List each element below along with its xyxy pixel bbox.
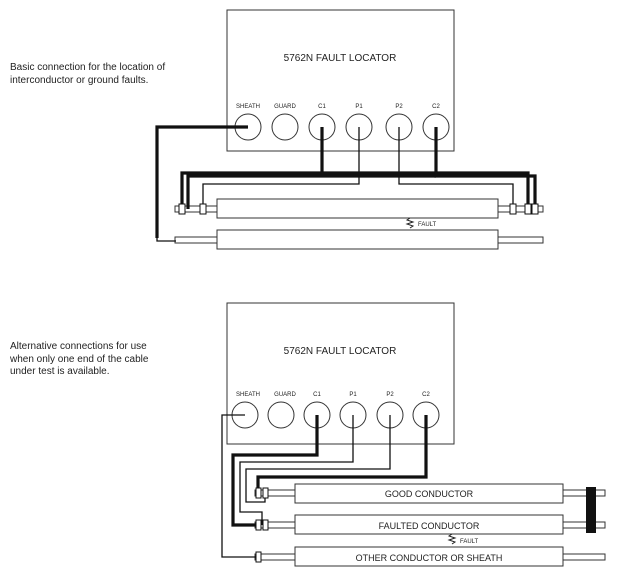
cable-bottom-1 bbox=[174, 229, 544, 250]
caption-1-line-2: interconductor or ground faults. bbox=[10, 74, 149, 86]
caption-1-line-1: Basic connection for the location of bbox=[10, 62, 166, 73]
terminal-label-p1: P1 bbox=[355, 104, 363, 110]
wire-c1-1 bbox=[180, 127, 324, 209]
caption-2-line-1: Alternative connections for use bbox=[10, 341, 147, 352]
caption-2: Alternative connections for use when onl… bbox=[10, 341, 148, 379]
cable-top-1 bbox=[174, 198, 544, 219]
conductor-label-faulted: FAULTED CONDUCTOR bbox=[379, 521, 480, 531]
fault-symbol-2 bbox=[447, 533, 457, 545]
terminal-label-p2-2: P2 bbox=[386, 392, 394, 398]
shorting-strap bbox=[586, 487, 596, 533]
terminal-label-guard-2: GUARD bbox=[274, 392, 296, 398]
terminal-label-c2-2: C2 bbox=[422, 392, 430, 398]
terminal-label-sheath-2: SHEATH bbox=[236, 392, 260, 398]
wire-sheath-1b bbox=[156, 238, 176, 242]
wire-c2-left bbox=[186, 174, 436, 209]
wires-2 bbox=[221, 414, 428, 558]
conductor-label-other: OTHER CONDUCTOR OR SHEATH bbox=[356, 553, 503, 563]
terminal-label-p2: P2 bbox=[395, 104, 403, 110]
terminal-label-c1: C1 bbox=[318, 104, 326, 110]
cable-good-conductor: GOOD CONDUCTOR bbox=[254, 483, 606, 504]
fault-label-2: FAULT bbox=[460, 539, 479, 545]
device-title-1: 5762N FAULT LOCATOR bbox=[284, 53, 397, 64]
wires-1 bbox=[155, 125, 537, 242]
fault-symbol-1 bbox=[405, 217, 415, 229]
diagram-2: 5762N FAULT LOCATOR SHEATH GUARD C1 P1 P… bbox=[221, 302, 606, 567]
fault-locator-box-1 bbox=[226, 9, 455, 152]
terminal-label-sheath: SHEATH bbox=[236, 104, 260, 110]
caption-1: Basic connection for the location of int… bbox=[10, 62, 165, 87]
wire-c2-2 bbox=[256, 415, 428, 493]
terminal-label-c2: C2 bbox=[432, 104, 440, 110]
wire-c1-2 bbox=[231, 415, 319, 527]
terminal-label-guard: GUARD bbox=[274, 104, 296, 110]
wire-c2-1 bbox=[434, 127, 537, 209]
terminal-label-p1-2: P1 bbox=[349, 392, 357, 398]
terminal-guard-1 bbox=[271, 113, 299, 141]
caption-2-line-3: under test is available. bbox=[10, 366, 110, 377]
wire-p2-2 bbox=[245, 415, 391, 503]
conductor-label-good: GOOD CONDUCTOR bbox=[385, 489, 474, 499]
wire-c1-right bbox=[322, 171, 530, 209]
diagram-1: 5762N FAULT LOCATOR SHEATH GUARD C1 P1 P… bbox=[155, 9, 544, 250]
clamps-1 bbox=[178, 203, 539, 215]
device-title-2: 5762N FAULT LOCATOR bbox=[284, 346, 397, 357]
clamps-2 bbox=[255, 487, 269, 563]
wire-sheath-2 bbox=[221, 414, 258, 558]
wire-p1-1 bbox=[202, 127, 360, 209]
terminal-label-c1-2: C1 bbox=[313, 392, 321, 398]
cable-other-conductor: OTHER CONDUCTOR OR SHEATH bbox=[254, 546, 606, 567]
fault-label-1: FAULT bbox=[418, 222, 437, 228]
terminal-guard-2 bbox=[267, 401, 295, 429]
wire-sheath-1 bbox=[155, 125, 248, 238]
cable-faulted-conductor: FAULTED CONDUCTOR bbox=[254, 514, 606, 535]
wire-p1-2 bbox=[239, 415, 354, 525]
wire-p2-1 bbox=[398, 127, 514, 209]
caption-2-line-2: when only one end of the cable bbox=[10, 353, 149, 365]
